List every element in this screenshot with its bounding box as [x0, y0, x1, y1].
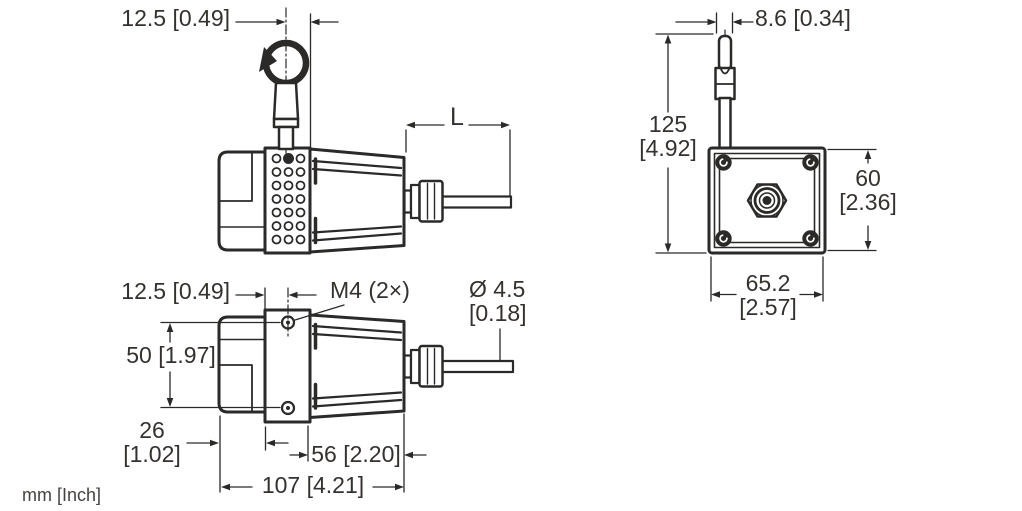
dim-value-mm: Ø 4.5	[469, 276, 526, 302]
dim-label-total-length: 107 [4.21]	[261, 472, 365, 498]
dim-value-inch: [2.57]	[739, 294, 797, 321]
cable	[440, 359, 515, 374]
wire-anchor-hole	[283, 153, 294, 164]
dim-value-inch: [2.36]	[839, 189, 897, 216]
wire-eyelet	[259, 7, 310, 159]
dim-value-inch: [1.02]	[123, 441, 181, 468]
corner-screw	[802, 154, 819, 171]
dim-value-mm: 65.2	[745, 270, 791, 296]
sensor-housing	[308, 313, 406, 419]
units-note: mm [Inch]	[22, 485, 102, 505]
dim-label-screw-offset: 12.5 [0.49]	[121, 278, 230, 304]
drum-housing	[217, 315, 267, 414]
dimensions-bottom-view	[160, 287, 501, 493]
m4-screw	[280, 400, 296, 416]
dim-label-flange-to-gland: 56 [2.20]	[311, 441, 401, 467]
dim-label-drum-depth: 26 [1.02]	[118, 418, 186, 467]
drum-housing	[217, 150, 267, 252]
dim-value-inch: [4.92]	[639, 135, 697, 162]
cable-gland	[403, 344, 444, 388]
dim-label-body-height: 60 [2.36]	[828, 166, 908, 215]
corner-screw	[802, 230, 819, 247]
dim-label-clip-width: 8.6 [0.34]	[755, 5, 851, 31]
dim-label-m4-screws: M4 (2×)	[330, 277, 410, 303]
dim-value-mm: 60	[855, 165, 881, 191]
dimensions-top-view	[235, 13, 511, 197]
dim-label-eyelet-offset: 12.5 [0.49]	[121, 5, 230, 31]
dim-label-cable-diameter: Ø 4.5 [0.18]	[469, 277, 561, 326]
side-view-top	[217, 7, 513, 255]
mounting-plate	[263, 146, 312, 255]
side-view-bottom	[217, 308, 515, 424]
dim-label-screw-spacing: 50 [1.97]	[126, 342, 216, 368]
dim-value-mm: 26	[139, 417, 165, 443]
eyelet-edge-view	[714, 29, 736, 150]
dim-label-cable-length: L	[450, 103, 464, 131]
dim-value-inch: [0.18]	[469, 300, 527, 327]
dim-label-total-height: 125 [4.92]	[628, 112, 708, 161]
dimensions-front-view	[655, 12, 877, 302]
corner-screw	[715, 230, 732, 247]
corner-screws	[715, 154, 819, 247]
corner-screw	[715, 154, 732, 171]
cable-gland	[403, 179, 444, 223]
cable	[440, 195, 513, 209]
dim-value-mm: 125	[648, 111, 688, 137]
connector	[746, 183, 788, 218]
dim-label-body-width: 65.2 [2.57]	[726, 271, 810, 320]
sensor-housing	[308, 147, 406, 254]
front-view	[707, 29, 827, 255]
m4-leader-line	[294, 304, 345, 321]
